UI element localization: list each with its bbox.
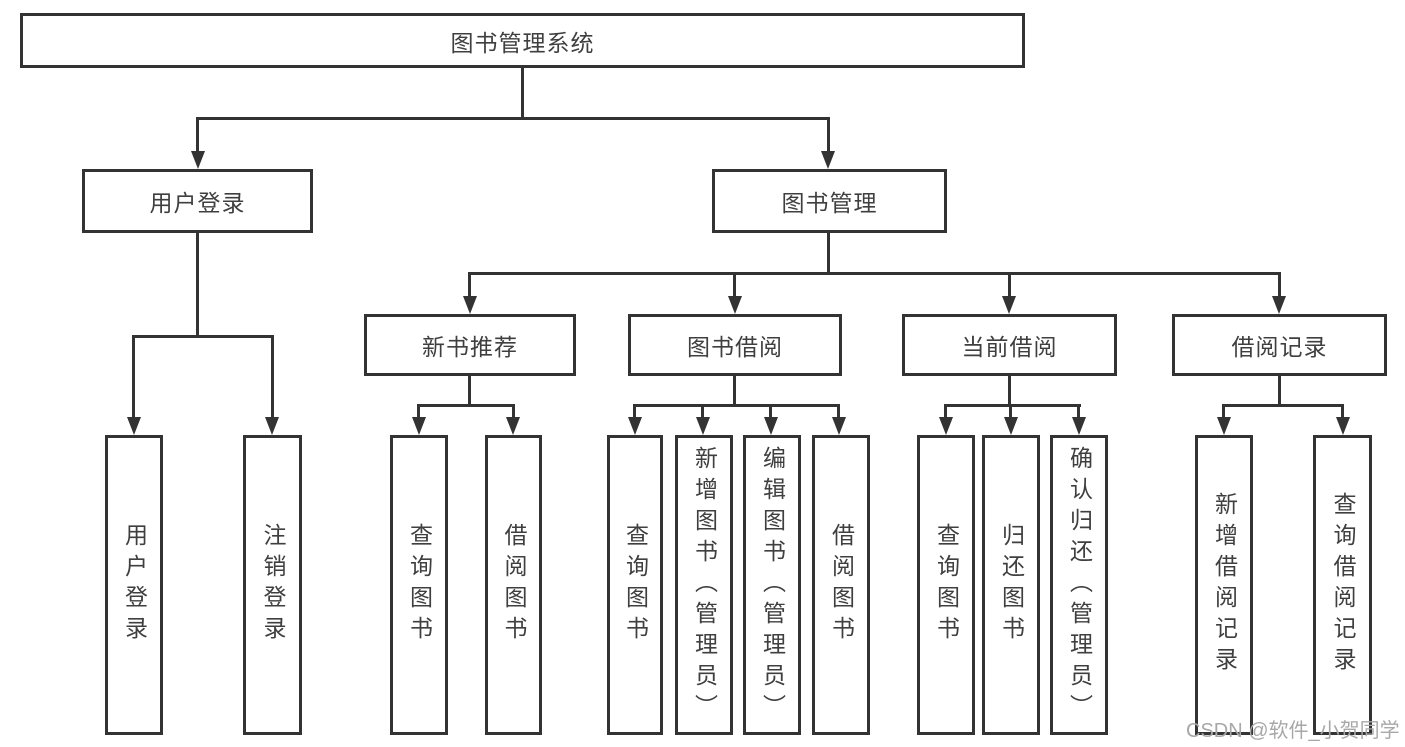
connector-line bbox=[733, 272, 736, 298]
connector-line bbox=[1278, 375, 1281, 407]
connector-arrowhead bbox=[1072, 417, 1086, 435]
leaf-borrow-books-label: 借阅图书 bbox=[828, 523, 855, 647]
connector-line bbox=[417, 404, 420, 419]
node-current-borrow: 当前借阅 bbox=[902, 314, 1117, 376]
node-book-borrow: 图书借阅 bbox=[628, 314, 842, 376]
connector-line bbox=[468, 272, 1281, 275]
leaf-return-books: 归还图书 bbox=[982, 435, 1040, 735]
connector-line bbox=[837, 404, 840, 419]
leaf-query-borrow-record: 查询借阅记录 bbox=[1313, 435, 1372, 735]
connector-line bbox=[633, 404, 839, 407]
leaf-query-books-current-label: 查询图书 bbox=[933, 523, 960, 647]
leaf-return-books-label: 归还图书 bbox=[998, 523, 1025, 647]
leaf-user-login: 用户登录 bbox=[105, 435, 163, 735]
connector-arrowhead bbox=[1002, 296, 1016, 314]
leaf-query-books-recommend: 查询图书 bbox=[390, 435, 448, 735]
connector-line bbox=[1278, 272, 1281, 298]
connector-line bbox=[132, 335, 135, 419]
node-borrow-records: 借阅记录 bbox=[1172, 314, 1387, 376]
leaf-confirm-return-admin-label: 确认归还（管理员） bbox=[1066, 445, 1093, 725]
connector-line bbox=[769, 404, 772, 419]
leaf-add-borrow-record-label: 新增借阅记录 bbox=[1211, 492, 1238, 678]
connector-line bbox=[827, 233, 830, 275]
connector-arrowhead bbox=[939, 417, 953, 435]
leaf-user-login-label: 用户登录 bbox=[121, 523, 148, 647]
connector-line bbox=[633, 404, 636, 419]
connector-line bbox=[1008, 272, 1011, 298]
node-borrow-records-label: 借阅记录 bbox=[1231, 334, 1328, 360]
leaf-borrow-books-recommend-label: 借阅图书 bbox=[501, 523, 527, 647]
connector-line bbox=[944, 404, 1081, 407]
connector-arrowhead bbox=[628, 417, 642, 435]
leaf-add-books-admin: 新增图书（管理员） bbox=[675, 435, 733, 735]
node-root-label: 图书管理系统 bbox=[450, 29, 595, 56]
connector-arrowhead bbox=[127, 417, 141, 435]
connector-arrowhead bbox=[821, 151, 835, 169]
leaf-borrow-books-recommend: 借阅图书 bbox=[485, 435, 542, 735]
connector-line bbox=[196, 233, 199, 338]
connector-line bbox=[701, 404, 704, 419]
connector-arrowhead bbox=[1217, 417, 1231, 435]
node-book-borrow-label: 图书借阅 bbox=[687, 334, 783, 360]
leaf-logout-login-label: 注销登录 bbox=[260, 523, 286, 647]
connector-line bbox=[827, 117, 830, 153]
connector-line bbox=[1077, 404, 1080, 419]
connector-line bbox=[468, 272, 471, 298]
node-book-management-label: 图书管理 bbox=[781, 190, 878, 216]
connector-line bbox=[512, 404, 515, 419]
connector-arrowhead bbox=[696, 417, 710, 435]
leaf-logout-login: 注销登录 bbox=[243, 435, 302, 735]
leaf-edit-books-admin-label: 编辑图书（管理员） bbox=[759, 445, 786, 725]
connector-line bbox=[1341, 404, 1344, 419]
leaf-borrow-books: 借阅图书 bbox=[812, 435, 870, 735]
leaf-add-borrow-record: 新增借阅记录 bbox=[1195, 435, 1253, 735]
connector-line bbox=[944, 404, 947, 419]
connector-arrowhead bbox=[728, 296, 742, 314]
connector-line bbox=[468, 376, 471, 407]
connector-arrowhead bbox=[1336, 417, 1350, 435]
connector-arrowhead bbox=[265, 417, 279, 435]
connector-line bbox=[1008, 375, 1011, 407]
connector-line bbox=[196, 117, 199, 153]
connector-arrowhead bbox=[412, 417, 426, 435]
leaf-query-books-current: 查询图书 bbox=[917, 435, 975, 735]
node-root: 图书管理系统 bbox=[20, 13, 1025, 68]
connector-line bbox=[132, 335, 274, 338]
connector-line bbox=[733, 376, 736, 407]
connector-arrowhead bbox=[463, 296, 477, 314]
node-current-borrow-label: 当前借阅 bbox=[961, 334, 1058, 360]
connector-line bbox=[1009, 404, 1012, 419]
connector-line bbox=[271, 335, 274, 419]
node-user-login-label: 用户登录 bbox=[149, 190, 246, 216]
node-new-book-recommend: 新书推荐 bbox=[364, 314, 576, 376]
leaf-query-books-borrow: 查询图书 bbox=[607, 435, 663, 735]
leaf-query-books-recommend-label: 查询图书 bbox=[406, 523, 433, 647]
connector-line bbox=[417, 404, 515, 407]
leaf-query-books-borrow-label: 查询图书 bbox=[622, 523, 649, 647]
leaf-add-books-admin-label: 新增图书（管理员） bbox=[691, 445, 718, 725]
leaf-edit-books-admin: 编辑图书（管理员） bbox=[743, 435, 801, 735]
connector-arrowhead bbox=[191, 151, 205, 169]
leaf-query-borrow-record-label: 查询借阅记录 bbox=[1330, 492, 1356, 678]
connector-line bbox=[1222, 404, 1225, 419]
node-user-login: 用户登录 bbox=[82, 169, 313, 233]
connector-arrowhead bbox=[506, 417, 520, 435]
connector-line bbox=[197, 117, 830, 120]
connector-line bbox=[1222, 404, 1344, 407]
node-book-management: 图书管理 bbox=[712, 169, 947, 233]
csdn-watermark: CSDN @软件_小贺同学 bbox=[1186, 720, 1400, 742]
connector-arrowhead bbox=[1272, 296, 1286, 314]
node-new-book-recommend-label: 新书推荐 bbox=[422, 334, 518, 360]
connector-arrowhead bbox=[764, 417, 778, 435]
connector-arrowhead bbox=[832, 417, 846, 435]
connector-line bbox=[521, 68, 524, 120]
leaf-confirm-return-admin: 确认归还（管理员） bbox=[1050, 435, 1108, 735]
connector-arrowhead bbox=[1004, 417, 1018, 435]
